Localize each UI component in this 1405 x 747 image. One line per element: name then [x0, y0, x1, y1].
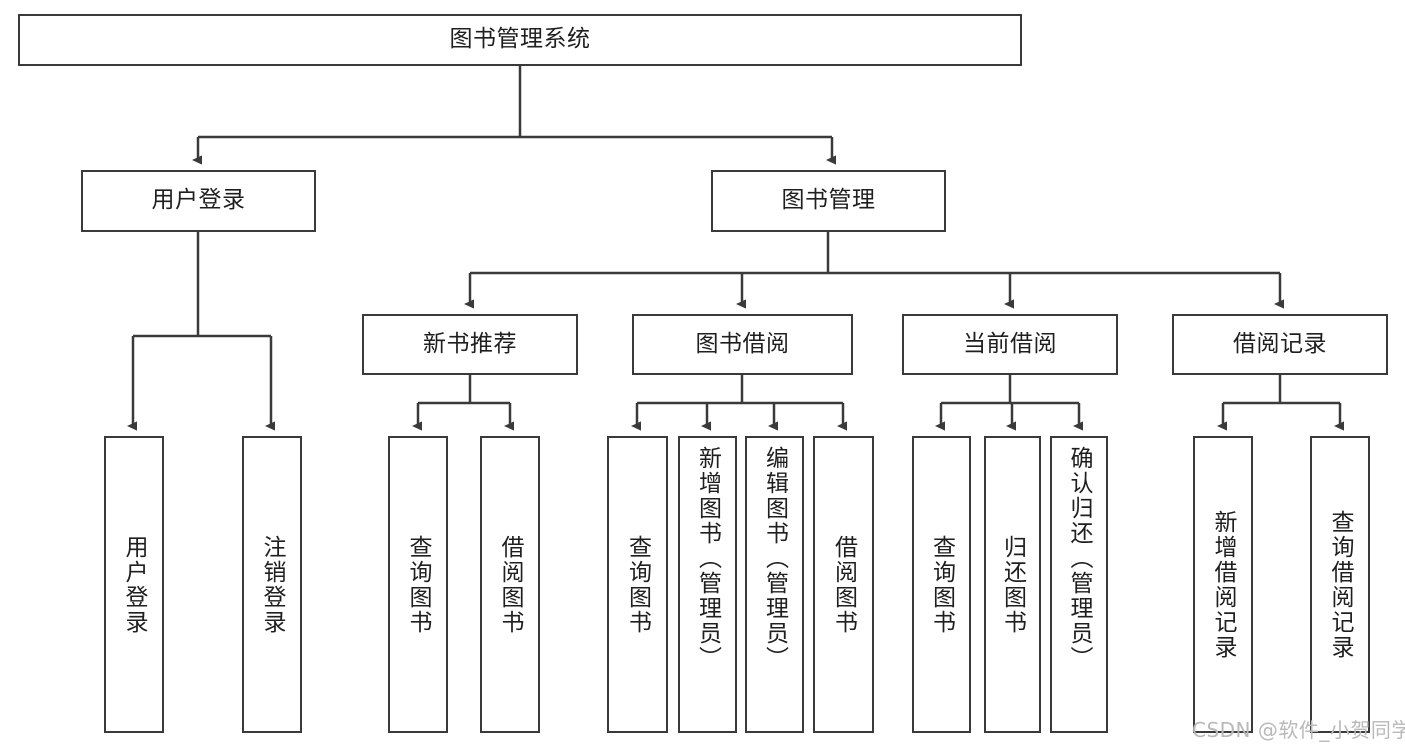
node-book-management[interactable]: 图书管理 [711, 170, 946, 232]
leaf-borrow-book-label: 借阅图书 [830, 534, 857, 635]
node-borrow-record[interactable]: 借阅记录 [1172, 314, 1388, 375]
leaf-user-login[interactable]: 用户登录 [104, 436, 164, 733]
node-new-book-recommend-label: 新书推荐 [423, 330, 517, 357]
leaf-add-borrow-record[interactable]: 新增借阅记录 [1193, 436, 1253, 733]
node-book-borrow[interactable]: 图书借阅 [632, 314, 853, 375]
leaf-edit-book-admin-label: 编辑图书（管理员） [761, 446, 788, 671]
leaf-return-book-label: 归还图书 [999, 534, 1026, 635]
leaf-query-borrow-record[interactable]: 查询借阅记录 [1310, 436, 1370, 733]
leaf-add-book-admin[interactable]: 新增图书（管理员） [678, 436, 737, 733]
leaf-query-book-current[interactable]: 查询图书 [912, 436, 971, 733]
node-borrow-record-label: 借阅记录 [1233, 330, 1327, 357]
leaf-confirm-return-admin-label: 确认归还（管理员） [1066, 446, 1093, 671]
leaf-borrow-book-recommend-label: 借阅图书 [497, 534, 524, 635]
leaf-user-login-label: 用户登录 [121, 534, 148, 635]
node-current-borrow[interactable]: 当前借阅 [902, 314, 1118, 375]
leaf-borrow-book-recommend[interactable]: 借阅图书 [480, 436, 540, 733]
leaf-borrow-book[interactable]: 借阅图书 [813, 436, 874, 733]
leaf-query-borrow-record-label: 查询借阅记录 [1327, 509, 1354, 660]
node-user-login-label: 用户登录 [151, 187, 246, 214]
leaf-logout[interactable]: 注销登录 [242, 436, 302, 733]
leaf-add-book-admin-label: 新增图书（管理员） [694, 446, 721, 671]
leaf-query-book-current-label: 查询图书 [928, 534, 955, 635]
node-root-label: 图书管理系统 [449, 26, 591, 53]
leaf-query-book-recommend[interactable]: 查询图书 [388, 436, 448, 733]
leaf-query-book-borrow-label: 查询图书 [624, 534, 651, 635]
leaf-return-book[interactable]: 归还图书 [984, 436, 1041, 733]
csdn-watermark: CSDN @软件_小贺同学 [1192, 718, 1405, 742]
leaf-query-book-recommend-label: 查询图书 [405, 534, 432, 635]
leaf-add-borrow-record-label: 新增借阅记录 [1210, 509, 1237, 660]
node-root[interactable]: 图书管理系统 [18, 14, 1022, 66]
node-current-borrow-label: 当前借阅 [963, 330, 1057, 357]
node-book-management-label: 图书管理 [781, 187, 876, 214]
leaf-query-book-borrow[interactable]: 查询图书 [607, 436, 668, 733]
leaf-confirm-return-admin[interactable]: 确认归还（管理员） [1050, 436, 1108, 733]
leaf-logout-label: 注销登录 [259, 534, 286, 635]
node-new-book-recommend[interactable]: 新书推荐 [362, 314, 578, 375]
leaf-edit-book-admin[interactable]: 编辑图书（管理员） [745, 436, 804, 733]
node-book-borrow-label: 图书借阅 [695, 330, 790, 357]
node-user-login[interactable]: 用户登录 [81, 170, 316, 232]
